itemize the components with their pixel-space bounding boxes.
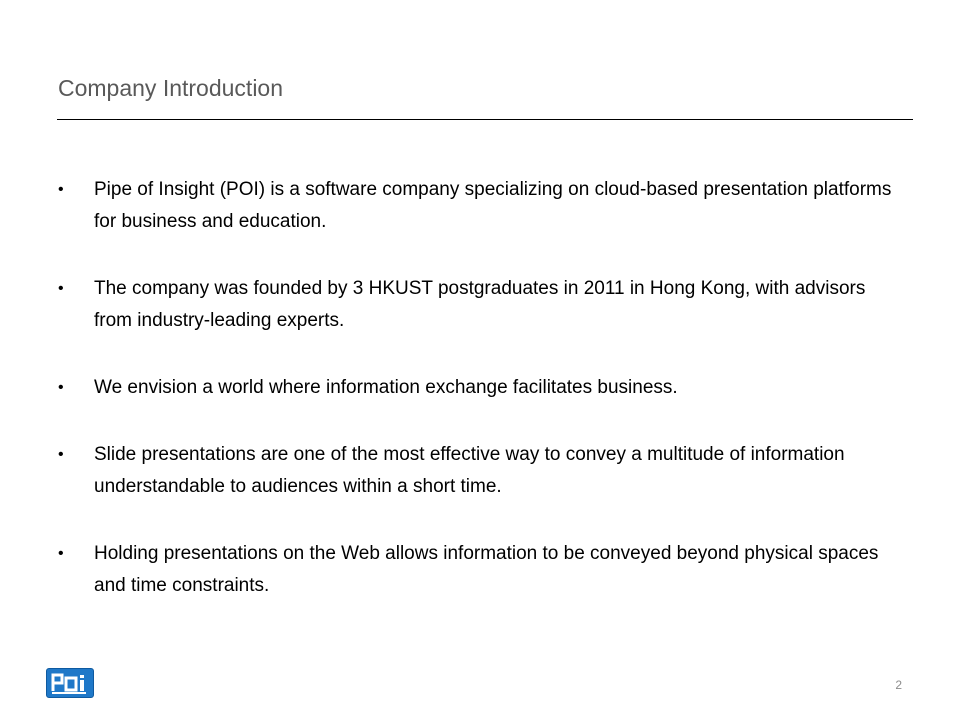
bullet-item: • Holding presentations on the Web allow… (57, 538, 897, 602)
bullet-item: • Pipe of Insight (POI) is a software co… (57, 174, 897, 238)
bullet-icon: • (58, 545, 64, 562)
bullet-text: Slide presentations are one of the most … (94, 444, 845, 497)
poi-logo-graphic (51, 673, 86, 694)
bullet-text: The company was founded by 3 HKUST postg… (94, 278, 866, 331)
page-number: 2 (895, 678, 902, 692)
bullet-list: • Pipe of Insight (POI) is a software co… (57, 174, 897, 637)
bullet-icon: • (58, 181, 64, 198)
bullet-text: Pipe of Insight (POI) is a software comp… (94, 179, 892, 232)
bullet-text: We envision a world where information ex… (94, 377, 678, 398)
slide-title: Company Introduction (58, 75, 284, 101)
bullet-item: • We envision a world where information … (57, 372, 897, 404)
title-divider (57, 119, 913, 120)
bullet-text: Holding presentations on the Web allows … (94, 543, 879, 596)
bullet-item: • The company was founded by 3 HKUST pos… (57, 273, 897, 337)
bullet-item: • Slide presentations are one of the mos… (57, 439, 897, 503)
bullet-icon: • (58, 280, 64, 297)
bullet-icon: • (58, 379, 64, 396)
bullet-icon: • (58, 446, 64, 463)
poi-logo-icon (46, 668, 94, 698)
